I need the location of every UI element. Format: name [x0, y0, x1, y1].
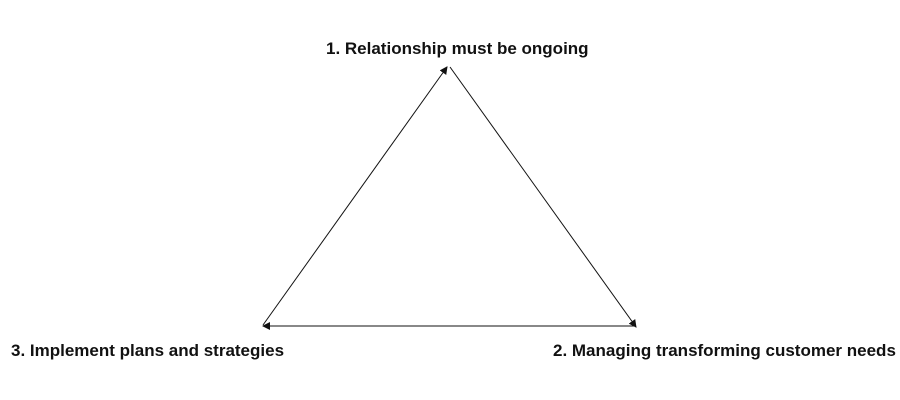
node-label-relationship: 1. Relationship must be ongoing: [326, 39, 589, 58]
node-label-plans-strategies: 3. Implement plans and strategies: [11, 341, 285, 360]
edge-left-to-top: [262, 66, 448, 326]
edge-top-to-right: [449, 66, 637, 328]
node-label-customer-needs: 2. Managing transforming customer needs: [553, 341, 896, 360]
